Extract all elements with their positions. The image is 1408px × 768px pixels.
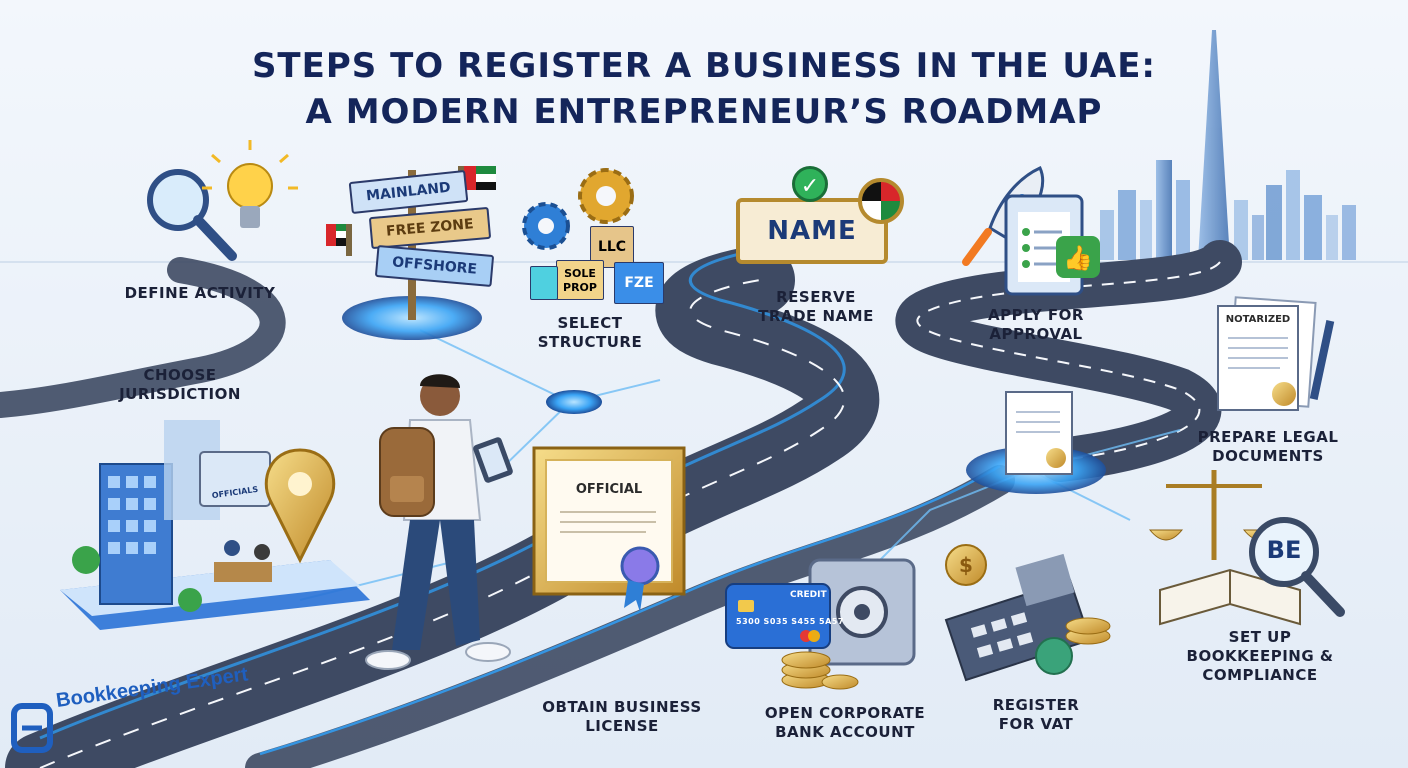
vat-calculator-illustration: $	[944, 544, 1111, 682]
step-prepare-legal: PREPARE LEGAL DOCUMENTS	[1178, 428, 1358, 466]
step-define-activity: DEFINE ACTIVITY	[110, 284, 290, 303]
clipboard-illustration: 👍	[1004, 194, 1100, 296]
step-apply-approval-l2: APPROVAL	[989, 325, 1083, 343]
uae-seal-icon	[858, 178, 904, 224]
open-book-illustration	[1159, 568, 1301, 626]
notarized-title: NOTARIZED	[1225, 314, 1291, 325]
step-choose-jurisdiction-l2: JURISDICTION	[119, 385, 241, 403]
step-bookkeeping-l3: COMPLIANCE	[1202, 666, 1318, 684]
lightbulb-illustration	[202, 140, 298, 228]
magnifier-logo-illustration	[1249, 517, 1345, 617]
step-open-bank-l1: OPEN CORPORATE	[764, 704, 926, 722]
step-bookkeeping-l2: BOOKKEEPING &	[1186, 647, 1334, 665]
svg-text:$: $	[959, 553, 973, 577]
magnifier-illustration	[147, 169, 237, 261]
step-obtain-license-l2: LICENSE	[585, 717, 659, 735]
step-reserve-trade-name-l2: TRADE NAME	[758, 307, 874, 325]
vat-document-illustration	[1005, 391, 1073, 475]
office-platform-illustration	[60, 420, 370, 630]
step-prepare-legal-l1: PREPARE LEGAL	[1197, 428, 1339, 446]
legal-documents-illustration	[1217, 296, 1335, 411]
step-apply-approval: APPLY FOR APPROVAL	[966, 306, 1106, 344]
book-logo: BE	[1266, 536, 1302, 564]
credit-card-label: CREDIT	[790, 590, 827, 600]
check-badge-icon: ✓	[792, 166, 828, 202]
dubai-skyline	[1100, 30, 1356, 260]
credit-card-illustration	[725, 583, 831, 649]
page-title-line1: STEPS TO REGISTER A BUSINESS IN THE UAE:	[251, 46, 1157, 86]
step-apply-approval-l1: APPLY FOR	[988, 306, 1084, 324]
entrepreneur-figure	[365, 374, 513, 670]
step-register-vat: REGISTER FOR VAT	[976, 696, 1096, 734]
step-reserve-trade-name-l1: RESERVE	[776, 288, 856, 306]
step-bookkeeping: SET UP BOOKKEEPING & COMPLIANCE	[1160, 628, 1360, 685]
trade-name-plaque	[736, 198, 888, 264]
step-define-activity-text: DEFINE ACTIVITY	[124, 284, 276, 302]
gear-icons	[522, 168, 634, 250]
page-title-line2: A MODERN ENTREPRENEUR’S ROADMAP	[305, 92, 1103, 132]
step-obtain-license: OBTAIN BUSINESS LICENSE	[532, 698, 712, 736]
step-choose-jurisdiction: CHOOSE JURISDICTION	[100, 366, 260, 404]
step-register-vat-l1: REGISTER	[992, 696, 1080, 714]
step-open-bank-l2: BANK ACCOUNT	[775, 723, 915, 741]
certificate-title: OFFICIAL	[575, 482, 643, 497]
step-register-vat-l2: FOR VAT	[998, 715, 1074, 733]
svg-text:👍: 👍	[1063, 244, 1093, 272]
trade-name-text: NAME	[767, 216, 857, 246]
block-cyan	[530, 266, 558, 300]
step-select-structure-l1: SELECT	[557, 314, 623, 332]
step-bookkeeping-l1: SET UP	[1228, 628, 1292, 646]
step-obtain-license-l1: OBTAIN BUSINESS	[542, 698, 702, 716]
block-prop-text: PROP	[563, 281, 597, 294]
block-sole: SOLE PROP	[556, 260, 604, 300]
block-fze: FZE	[614, 262, 664, 304]
step-select-structure: SELECT STRUCTURE	[520, 314, 660, 352]
location-pin-illustration	[264, 448, 336, 564]
brand-logo-icon	[11, 703, 53, 753]
step-choose-jurisdiction-l1: CHOOSE	[143, 366, 217, 384]
coin-stack-illustration	[781, 651, 859, 690]
step-prepare-legal-l2: DOCUMENTS	[1212, 447, 1324, 465]
credit-card-number: 5300 S035 S455 5A57	[736, 617, 844, 626]
uae-flag-left	[326, 224, 352, 256]
step-reserve-trade-name: RESERVE TRADE NAME	[736, 288, 896, 326]
certificate-illustration	[532, 446, 686, 612]
step-open-bank: OPEN CORPORATE BANK ACCOUNT	[750, 704, 940, 742]
block-llc: LLC	[590, 226, 634, 268]
step-select-structure-l2: STRUCTURE	[537, 333, 643, 351]
bank-safe-illustration	[808, 558, 916, 666]
block-sole-text: SOLE	[564, 267, 596, 280]
